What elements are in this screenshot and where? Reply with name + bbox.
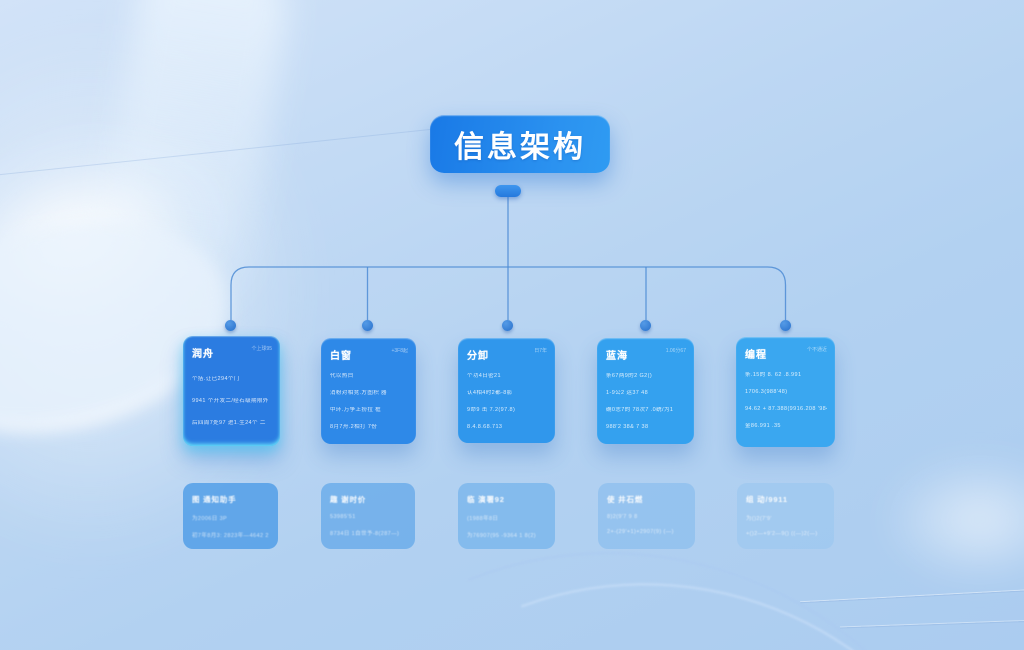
card-text-line: 9命9 击 7.2(97.8) bbox=[467, 407, 516, 413]
background-right-glow bbox=[880, 455, 1024, 585]
card-text-line: 1-9公2 运37 48 bbox=[606, 390, 649, 396]
branch-dot bbox=[362, 320, 373, 331]
card-text-line: 代以热白 bbox=[330, 373, 354, 379]
ghost-card-line: 2+-(29'+1)+2907(9) (—) bbox=[607, 529, 674, 535]
ghost-card: 图 通知助手 为2006日 3P 初7年8月3: 2823年—4642 2 bbox=[183, 483, 278, 549]
ghost-card-title: 组 动/9911 bbox=[746, 495, 788, 504]
card-text-line: 8.4.8.68.713 bbox=[467, 424, 503, 430]
category-card: 分卸 日7年 个功4日密21 认4相4时2都-8影 9命9 击 7.2(97.8… bbox=[458, 338, 555, 443]
ghost-card-line: 初7年8月3: 2823年—4642 2 bbox=[192, 533, 269, 539]
ghost-card: 趣 谢时价 53985'51 8734日 1自世予-8(287—) bbox=[321, 483, 415, 549]
card-header: 白窗 +3F8起 bbox=[330, 347, 408, 362]
root-node: 信息架构 bbox=[430, 115, 610, 173]
card-text-line: 个功4日密21 bbox=[467, 373, 501, 379]
ghost-card: 组 动/9911 为()2(7'9' +()2—+9'2—9() ((—)2(—… bbox=[737, 483, 834, 549]
card-text-line: 8月7舟.2相打 7份 bbox=[330, 424, 378, 430]
category-card: 白窗 +3F8起 代以热白 消粉对相竞.方图积 器 中环.万争上扮拉 框 8月7… bbox=[321, 338, 416, 444]
decorative-arc bbox=[145, 441, 1024, 650]
card-header: 蓝海 1.06分67 bbox=[606, 347, 686, 362]
card-title: 蓝海 bbox=[606, 351, 628, 362]
ghost-card-line: 为()2(7'9' bbox=[746, 516, 772, 522]
ghost-card-line: 53985'51 bbox=[330, 514, 356, 520]
category-card: 编程 个不通近 条.15的 8. 62 .8.991 1706.3(988'48… bbox=[736, 337, 835, 447]
card-text-line: 后四周7处97 进1.生24个 二 bbox=[192, 420, 266, 426]
ghost-card-line: 为2006日 3P bbox=[192, 516, 228, 522]
ghost-card-title: 临 演署92 bbox=[467, 495, 505, 504]
card-tag: 日7年 bbox=[534, 348, 547, 354]
decorative-trace-line bbox=[800, 589, 1024, 604]
card-text-line: 条67两9的2 G2() bbox=[606, 373, 653, 379]
branch-dot bbox=[225, 320, 236, 331]
ghost-card-title: 图 通知助手 bbox=[192, 495, 237, 504]
card-title: 编程 bbox=[745, 350, 767, 361]
card-text-line: 个括.让已294个门 bbox=[192, 376, 240, 382]
card-text-line: 确0志7的 78次7 .0统/为1 bbox=[606, 407, 674, 413]
ghost-card: 临 演署92 (1988年8日 为76907(95 -9364 1 8(2) bbox=[458, 483, 555, 549]
ghost-card-line: (1988年8日 bbox=[467, 516, 499, 522]
ghost-card-title: 使 井石燃 bbox=[607, 495, 644, 504]
ghost-card-line: 8)2(9'7 9 8 bbox=[607, 514, 638, 520]
ghost-card-line: 8734日 1自世予-8(287—) bbox=[330, 531, 400, 537]
card-title: 白窗 bbox=[330, 351, 352, 362]
background-soft-glow bbox=[0, 20, 320, 560]
card-text-line: 中环.万争上扮拉 框 bbox=[330, 407, 382, 413]
root-node-label: 信息架构 bbox=[454, 131, 586, 164]
card-text-line: 94.62 + 87.388(9916.208 '984 2) bbox=[745, 406, 827, 412]
branch-dot bbox=[640, 320, 651, 331]
card-text-line: 认4相4时2都-8影 bbox=[467, 390, 513, 396]
card-header: 润舟 个上球95 bbox=[192, 345, 272, 360]
card-tag: 个不通近 bbox=[806, 347, 827, 353]
ghost-card: 使 井石燃 8)2(9'7 9 8 2+-(29'+1)+2907(9) (—) bbox=[598, 483, 695, 549]
card-tag: 1.06分67 bbox=[665, 348, 686, 354]
category-card: 蓝海 1.06分67 条67两9的2 G2() 1-9公2 运37 48 确0志… bbox=[597, 338, 694, 444]
card-text-line: 9941 个开发二/经石级期限外 bbox=[192, 398, 269, 404]
branch-dot bbox=[502, 320, 513, 331]
card-title: 润舟 bbox=[192, 349, 214, 360]
card-tag: 个上球95 bbox=[251, 346, 272, 352]
background-hairline bbox=[0, 124, 469, 177]
card-text-line: 条.15的 8. 62 .8.991 bbox=[745, 372, 802, 378]
ghost-card-line: +()2—+9'2—9() ((—)2(—) bbox=[746, 531, 818, 537]
background-abstract-column bbox=[90, 0, 296, 320]
card-text-line: 1706.3(988'48) bbox=[745, 389, 788, 395]
ghost-card-line: 为76907(95 -9364 1 8(2) bbox=[467, 533, 537, 539]
decorative-trace-line bbox=[840, 620, 1024, 629]
category-card: 润舟 个上球95 个括.让已294个门 9941 个开发二/经石级期限外 后四周… bbox=[183, 336, 280, 446]
card-text-line: 金86.991 .35 bbox=[745, 423, 781, 429]
card-text-line: 消粉对相竞.方图积 器 bbox=[330, 390, 387, 396]
ghost-card-title: 趣 谢时价 bbox=[330, 495, 367, 504]
branch-dot bbox=[780, 320, 791, 331]
card-title: 分卸 bbox=[467, 351, 489, 362]
card-header: 编程 个不通近 bbox=[745, 346, 827, 361]
root-connector-stub bbox=[495, 185, 521, 197]
card-tag: +3F8起 bbox=[391, 348, 408, 354]
card-header: 分卸 日7年 bbox=[467, 347, 547, 362]
card-text-line: 988'2 38& 7 38 bbox=[606, 424, 649, 430]
